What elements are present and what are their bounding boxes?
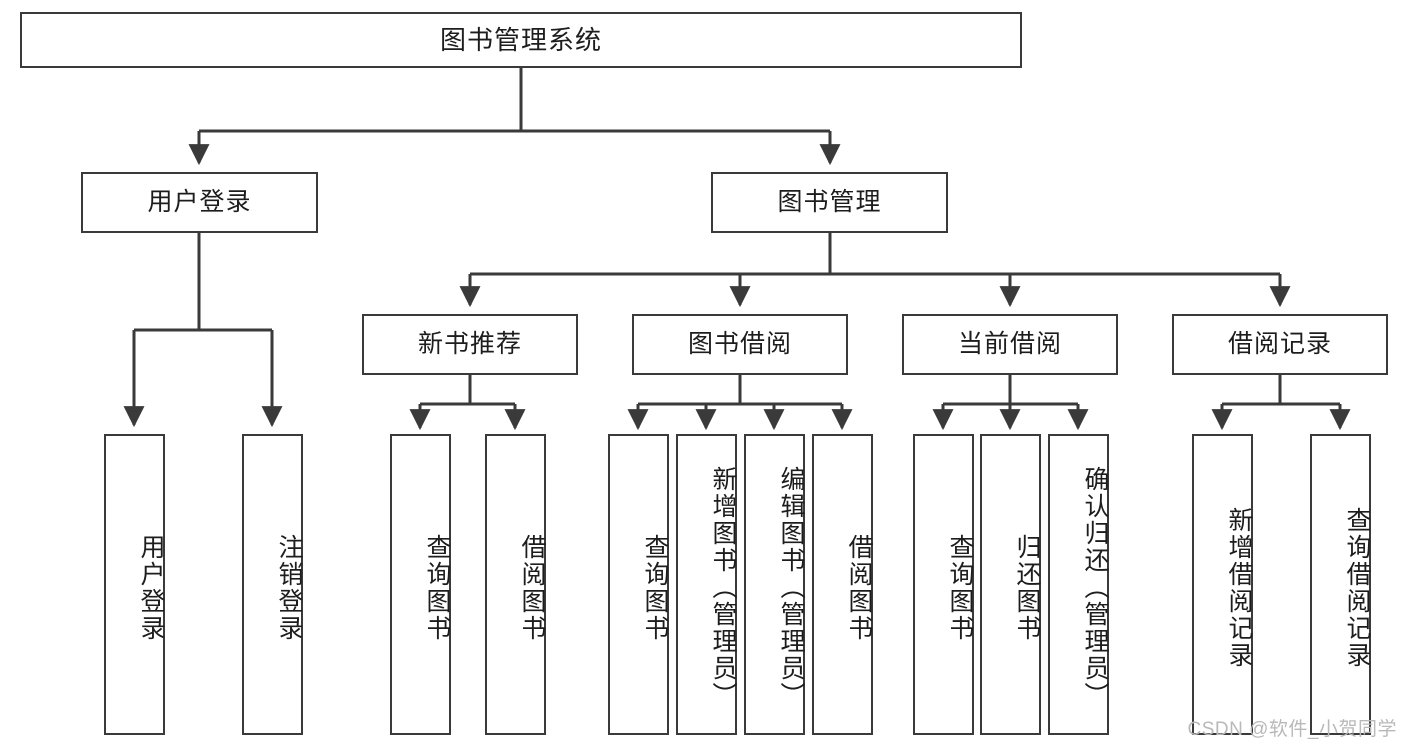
leaf-add-record[interactable]: 新增借阅记录 (1192, 434, 1253, 735)
leaf-logout-login-label: 注销登录 (275, 533, 303, 642)
leaf-query-book-3-label: 查询图书 (946, 533, 974, 642)
leaf-return-book-label: 归还图书 (1013, 533, 1041, 642)
node-current-borrow[interactable]: 当前借阅 (902, 314, 1118, 375)
leaf-edit-book-label: 编辑图书（管理员） (777, 466, 805, 709)
node-borrow-record[interactable]: 借阅记录 (1172, 314, 1388, 375)
node-borrow-record-label: 借阅记录 (1227, 329, 1332, 358)
leaf-user-login-label: 用户登录 (137, 533, 165, 642)
leaf-confirm-return-label: 确认归还（管理员） (1081, 466, 1109, 709)
node-current-borrow-label: 当前借阅 (957, 329, 1062, 358)
node-book-borrow[interactable]: 图书借阅 (632, 314, 848, 375)
leaf-edit-book[interactable]: 编辑图书（管理员） (744, 434, 805, 735)
node-user-login[interactable]: 用户登录 (81, 172, 318, 233)
node-book-management[interactable]: 图书管理 (711, 172, 948, 233)
leaf-user-login[interactable]: 用户登录 (104, 434, 165, 735)
leaf-borrow-book-2-label: 借阅图书 (845, 533, 873, 642)
node-root-system[interactable]: 图书管理系统 (20, 12, 1022, 68)
leaf-query-book-2-label: 查询图书 (641, 533, 669, 642)
leaf-logout-login[interactable]: 注销登录 (242, 434, 303, 735)
leaf-query-record[interactable]: 查询借阅记录 (1310, 434, 1371, 735)
leaf-return-book[interactable]: 归还图书 (980, 434, 1041, 735)
node-book-borrow-label: 图书借阅 (687, 329, 792, 358)
leaf-borrow-book-2[interactable]: 借阅图书 (812, 434, 873, 735)
leaf-borrow-book-1-label: 借阅图书 (518, 533, 546, 642)
leaf-query-book-3[interactable]: 查询图书 (913, 434, 974, 735)
leaf-confirm-return[interactable]: 确认归还（管理员） (1048, 434, 1109, 735)
node-new-book-recommend[interactable]: 新书推荐 (362, 314, 578, 375)
leaf-add-record-label: 新增借阅记录 (1225, 506, 1253, 669)
leaf-query-book-1-label: 查询图书 (423, 533, 451, 642)
csdn-watermark: CSDN @软件_小贺同学 (1187, 719, 1397, 740)
leaf-query-book-2[interactable]: 查询图书 (608, 434, 669, 735)
leaf-add-book[interactable]: 新增图书（管理员） (676, 434, 737, 735)
leaf-query-record-label: 查询借阅记录 (1343, 506, 1371, 669)
node-new-book-recommend-label: 新书推荐 (417, 329, 522, 358)
node-book-management-label: 图书管理 (777, 187, 882, 216)
leaf-borrow-book-1[interactable]: 借阅图书 (485, 434, 546, 735)
leaf-add-book-label: 新增图书（管理员） (709, 466, 737, 709)
leaf-query-book-1[interactable]: 查询图书 (390, 434, 451, 735)
node-root-label: 图书管理系统 (439, 24, 602, 55)
node-user-login-label: 用户登录 (147, 187, 252, 216)
